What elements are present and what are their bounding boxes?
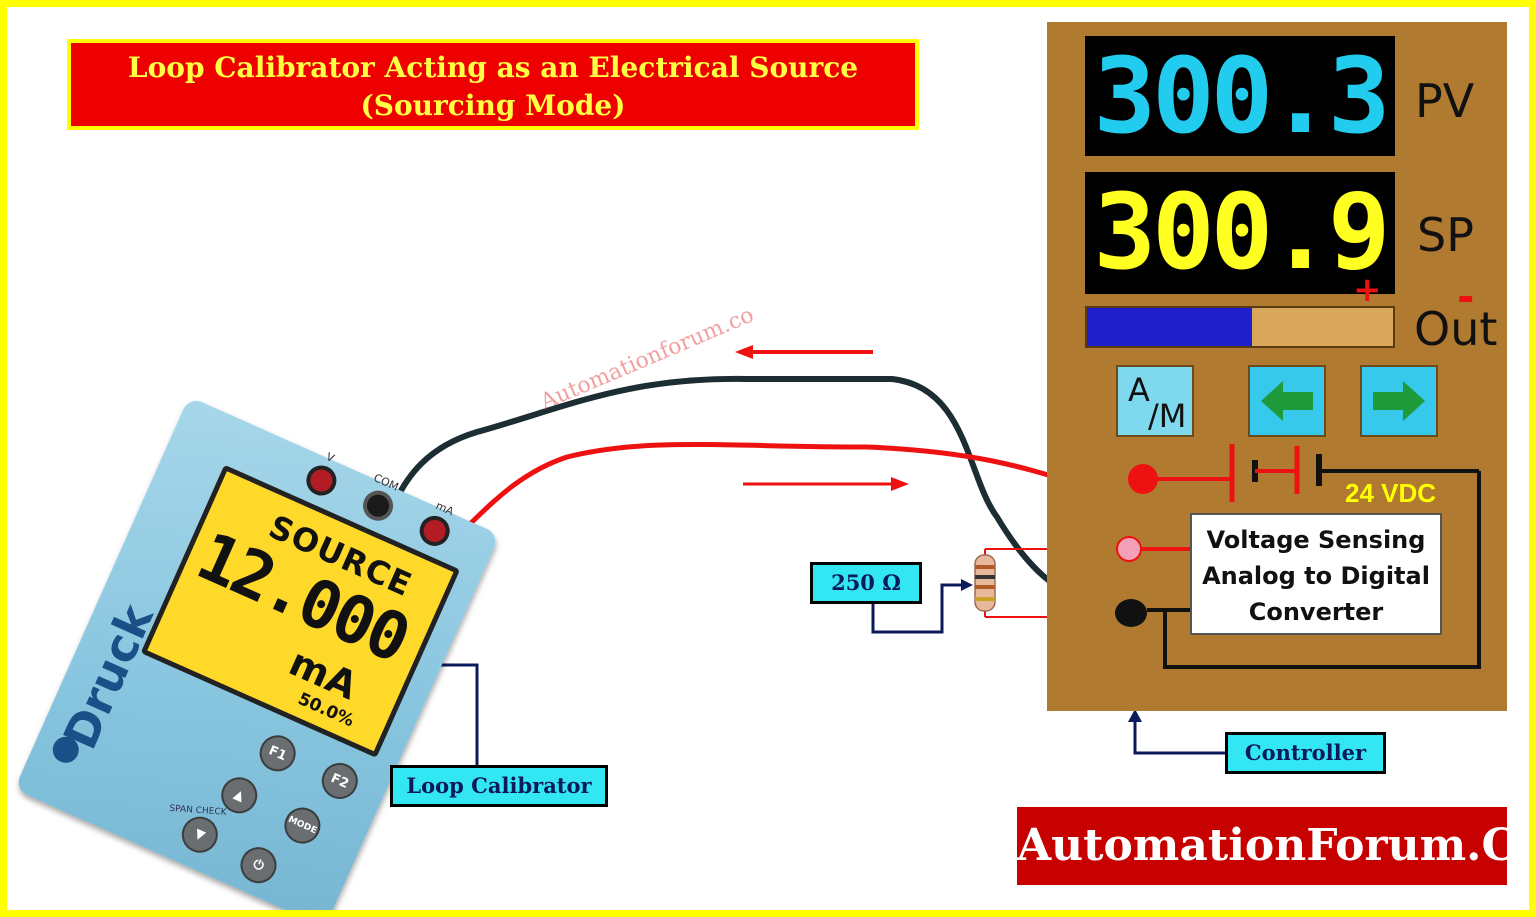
right-arrow-icon: [1373, 381, 1425, 421]
power-icon: ⏻: [250, 856, 267, 875]
battery-icon: [1128, 444, 1479, 502]
sp-display: 300.9: [1085, 172, 1395, 294]
diagram-title: Loop Calibrator Acting as an Electrical …: [67, 39, 919, 130]
adc-line-3: Converter: [1248, 598, 1384, 626]
pv-display: 300.3: [1085, 36, 1395, 156]
title-line-2: (Sourcing Mode): [360, 89, 626, 122]
negative-terminal: [1115, 599, 1147, 627]
current-arrow-left: [735, 345, 873, 359]
adc-block: Voltage Sensing Analog to Digital Conver…: [1190, 513, 1442, 635]
calibrator-callout: Loop Calibrator: [390, 765, 608, 807]
controller-callout: Controller: [1225, 732, 1386, 774]
adc-line-2: Analog to Digital: [1202, 562, 1430, 590]
resistor-callout: 250 Ω: [810, 562, 922, 604]
pv-label: PV: [1415, 74, 1475, 128]
controller-panel: 300.3 PV 300.9 SP + - Out A /M: [1047, 22, 1507, 711]
output-bar-fill: [1087, 308, 1253, 346]
resistor-icon: [974, 554, 996, 612]
down-arrow-icon: ▼: [192, 825, 208, 844]
current-arrow-right: [743, 477, 909, 491]
footer-brand: AutomationForum.Co: [1017, 807, 1529, 885]
resistor-callout-leader: [871, 583, 965, 634]
positive-wire: [444, 442, 1132, 550]
output-bar: [1085, 306, 1395, 348]
out-label: Out: [1414, 302, 1498, 356]
increase-button[interactable]: [1360, 365, 1438, 437]
am-button-m: /M: [1148, 397, 1187, 435]
supply-circuit: [1115, 444, 1481, 669]
negative-wire: [392, 375, 1130, 615]
supply-return-wire: [1163, 471, 1481, 669]
adc-line-1: Voltage Sensing: [1206, 526, 1426, 554]
positive-terminal: [1116, 536, 1142, 562]
wiring-layer: [392, 345, 1225, 765]
auto-manual-button[interactable]: A /M: [1116, 365, 1194, 437]
sp-label: SP: [1417, 208, 1474, 262]
plus-sign: +: [1353, 270, 1382, 310]
up-arrow-icon: ▲: [231, 786, 247, 805]
title-line-1: Loop Calibrator Acting as an Electrical …: [127, 51, 859, 84]
minus-sign: -: [1457, 272, 1475, 321]
left-arrow-icon: [1261, 381, 1313, 421]
decrease-button[interactable]: [1248, 365, 1326, 437]
controller-callout-leader: [1133, 719, 1225, 755]
supply-voltage-label: 24 VDC: [1345, 478, 1437, 508]
am-button-a: A: [1128, 371, 1150, 409]
